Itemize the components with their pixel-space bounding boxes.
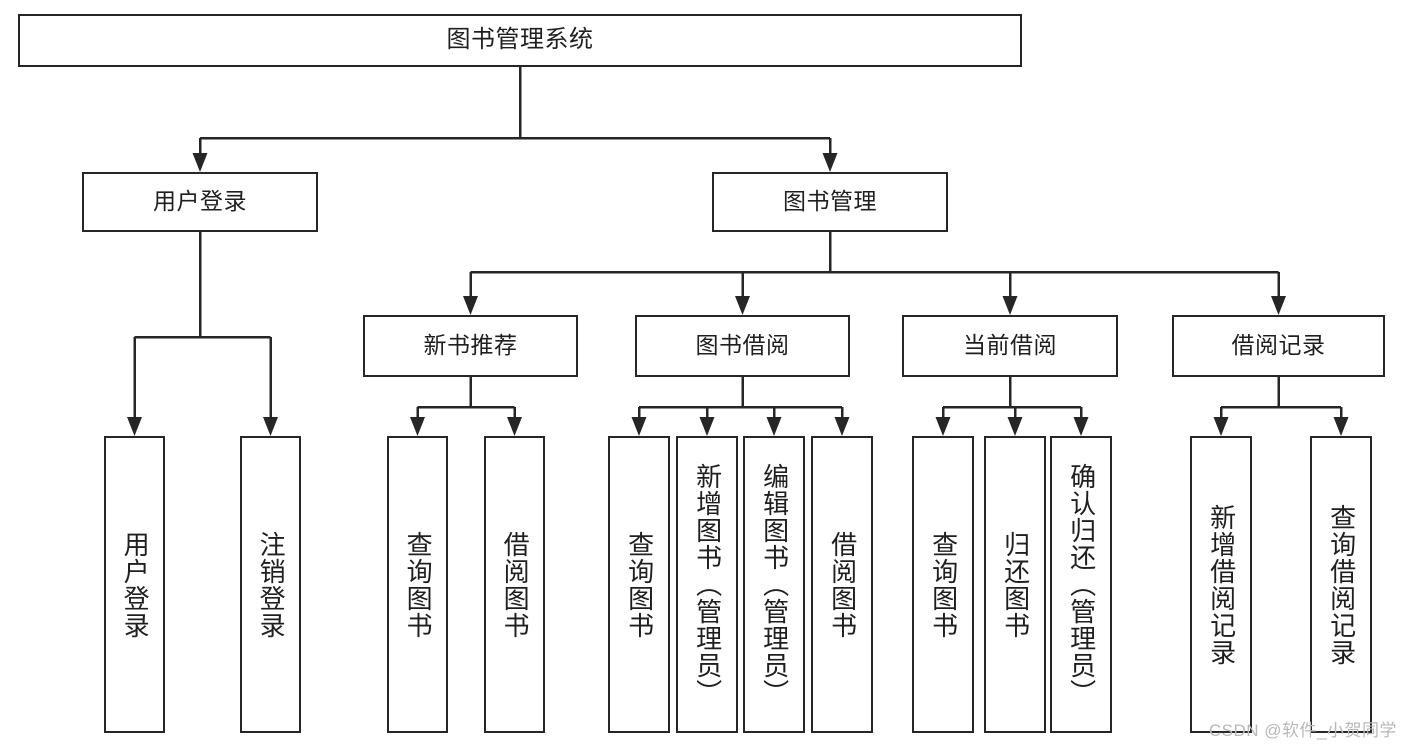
arrowhead-icon <box>1007 417 1023 436</box>
arrowhead-icon <box>766 417 782 436</box>
arrowhead-icon <box>263 417 278 436</box>
arrowhead-icon <box>507 417 522 436</box>
node-leaf-borrow-book-2[interactable]: 借阅图书 <box>811 436 873 733</box>
node-leaf-query-book-2[interactable]: 查询图书 <box>608 436 670 733</box>
node-book-admin[interactable]: 图书管理 <box>712 172 948 232</box>
node-book-borrow[interactable]: 图书借阅 <box>635 315 850 377</box>
node-leaf-confirm-return[interactable]: 确认归还（管理员） <box>1050 436 1112 733</box>
node-label-leaf-confirm-return: 确认归还（管理员） <box>1066 463 1097 706</box>
node-label-current-borrow: 当前借阅 <box>963 332 1057 359</box>
node-leaf-borrow-book-1[interactable]: 借阅图书 <box>484 436 545 733</box>
node-label-book-admin: 图书管理 <box>783 188 877 215</box>
node-user-login[interactable]: 用户登录 <box>82 172 318 232</box>
arrowhead-icon <box>1002 296 1018 315</box>
node-label-new-book-rec: 新书推荐 <box>423 332 518 359</box>
node-label-leaf-query-book-1: 查询图书 <box>403 530 434 639</box>
csdn-watermark: CSDN @软件_小贺同学 <box>1208 721 1397 740</box>
node-leaf-add-record[interactable]: 新增借阅记录 <box>1190 436 1252 733</box>
node-label-leaf-add-record: 新增借阅记录 <box>1206 503 1237 666</box>
node-current-borrow[interactable]: 当前借阅 <box>902 315 1118 377</box>
node-label-leaf-borrow-book-1: 借阅图书 <box>500 530 531 639</box>
node-label-leaf-return-book: 归还图书 <box>1000 530 1031 639</box>
node-label-leaf-add-book: 新增图书（管理员） <box>692 463 723 706</box>
node-label-leaf-user-logout: 注销登录 <box>256 530 287 639</box>
node-label-leaf-user-login: 用户登录 <box>120 530 151 639</box>
arrowhead-icon <box>631 417 647 436</box>
arrowhead-icon <box>735 296 750 315</box>
node-leaf-query-record[interactable]: 查询借阅记录 <box>1310 436 1372 733</box>
arrowhead-icon <box>822 153 838 172</box>
node-label-leaf-edit-book: 编辑图书（管理员） <box>759 463 790 706</box>
node-label-user-login: 用户登录 <box>153 188 247 215</box>
arrowhead-icon <box>1333 417 1349 436</box>
node-label-leaf-query-record: 查询借阅记录 <box>1326 503 1357 666</box>
node-label-book-borrow: 图书借阅 <box>695 332 790 359</box>
node-leaf-query-book-3[interactable]: 查询图书 <box>912 436 974 733</box>
arrowhead-icon <box>699 417 715 436</box>
arrowhead-icon <box>1073 417 1089 436</box>
arrowhead-icon <box>834 417 850 436</box>
arrowhead-icon <box>410 417 425 436</box>
node-root[interactable]: 图书管理系统 <box>18 14 1022 67</box>
node-label-borrow-record: 借阅记录 <box>1231 332 1326 359</box>
node-leaf-add-book[interactable]: 新增图书（管理员） <box>676 436 738 733</box>
node-leaf-edit-book[interactable]: 编辑图书（管理员） <box>743 436 805 733</box>
arrowhead-icon <box>1213 417 1229 436</box>
node-leaf-user-logout[interactable]: 注销登录 <box>240 436 301 733</box>
node-leaf-user-login[interactable]: 用户登录 <box>104 436 165 733</box>
node-label-leaf-query-book-2: 查询图书 <box>624 530 655 639</box>
node-leaf-query-book-1[interactable]: 查询图书 <box>387 436 448 733</box>
node-label-leaf-query-book-3: 查询图书 <box>928 530 959 639</box>
node-new-book-rec[interactable]: 新书推荐 <box>363 315 578 377</box>
node-leaf-return-book[interactable]: 归还图书 <box>984 436 1046 733</box>
arrowhead-icon <box>935 417 951 436</box>
node-borrow-record[interactable]: 借阅记录 <box>1172 315 1385 377</box>
arrowhead-icon <box>127 417 142 436</box>
arrowhead-icon <box>463 296 478 315</box>
node-label-leaf-borrow-book-2: 借阅图书 <box>827 530 858 639</box>
arrowhead-icon <box>192 153 208 172</box>
node-label-root: 图书管理系统 <box>446 26 594 54</box>
arrowhead-icon <box>1271 296 1286 315</box>
